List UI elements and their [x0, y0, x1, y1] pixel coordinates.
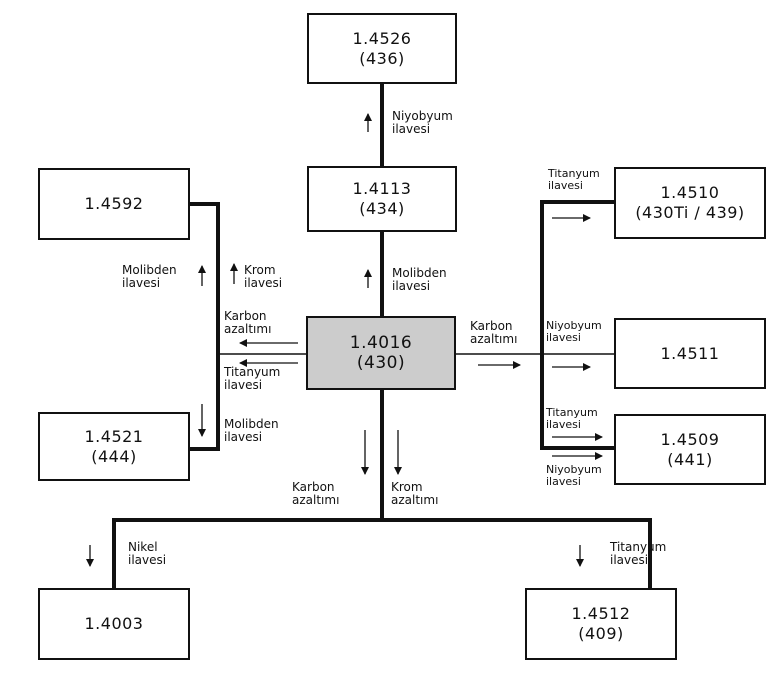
node-1-4003-code: 1.4003: [84, 614, 144, 633]
node-1-4521: 1.4521 (444): [38, 412, 190, 481]
node-1-4526-code: 1.4526: [352, 28, 412, 48]
node-1-4510-code: 1.4510: [660, 183, 720, 202]
node-1-4521-aisi: (444): [91, 446, 137, 466]
node-1-4592-code: 1.4592: [84, 194, 144, 213]
node-1-4511: 1.4511: [614, 318, 766, 389]
node-1-4526: 1.4526 (436): [307, 13, 457, 84]
node-1-4592: 1.4592: [38, 168, 190, 240]
node-1-4512-code: 1.4512: [571, 604, 631, 623]
node-1-4003: 1.4003: [38, 588, 190, 660]
node-1-4510: 1.4510 (430Ti / 439): [614, 167, 766, 239]
node-1-4510-aisi: (430Ti / 439): [635, 203, 745, 222]
line-right-low: [540, 354, 614, 450]
line-right-top: [540, 200, 614, 354]
node-1-4016-code: 1.4016: [349, 333, 413, 353]
line-4592-4521: [190, 202, 220, 451]
node-1-4526-aisi: (436): [359, 48, 405, 68]
node-1-4016: 1.4016 (430): [306, 316, 456, 390]
node-1-4509-code: 1.4509: [660, 429, 720, 449]
node-1-4512: 1.4512 (409): [525, 588, 677, 660]
line-bottom-bus: [112, 518, 652, 588]
node-1-4509-aisi: (441): [667, 449, 713, 469]
node-1-4512-aisi: (409): [578, 624, 624, 643]
node-1-4511-code: 1.4511: [660, 343, 720, 363]
node-1-4113-code: 1.4113: [352, 179, 412, 198]
node-1-4113-aisi: (434): [359, 199, 405, 218]
node-1-4521-code: 1.4521: [84, 426, 144, 446]
node-1-4113: 1.4113 (434): [307, 166, 457, 232]
node-1-4509: 1.4509 (441): [614, 414, 766, 485]
node-1-4016-aisi: (430): [356, 353, 406, 373]
